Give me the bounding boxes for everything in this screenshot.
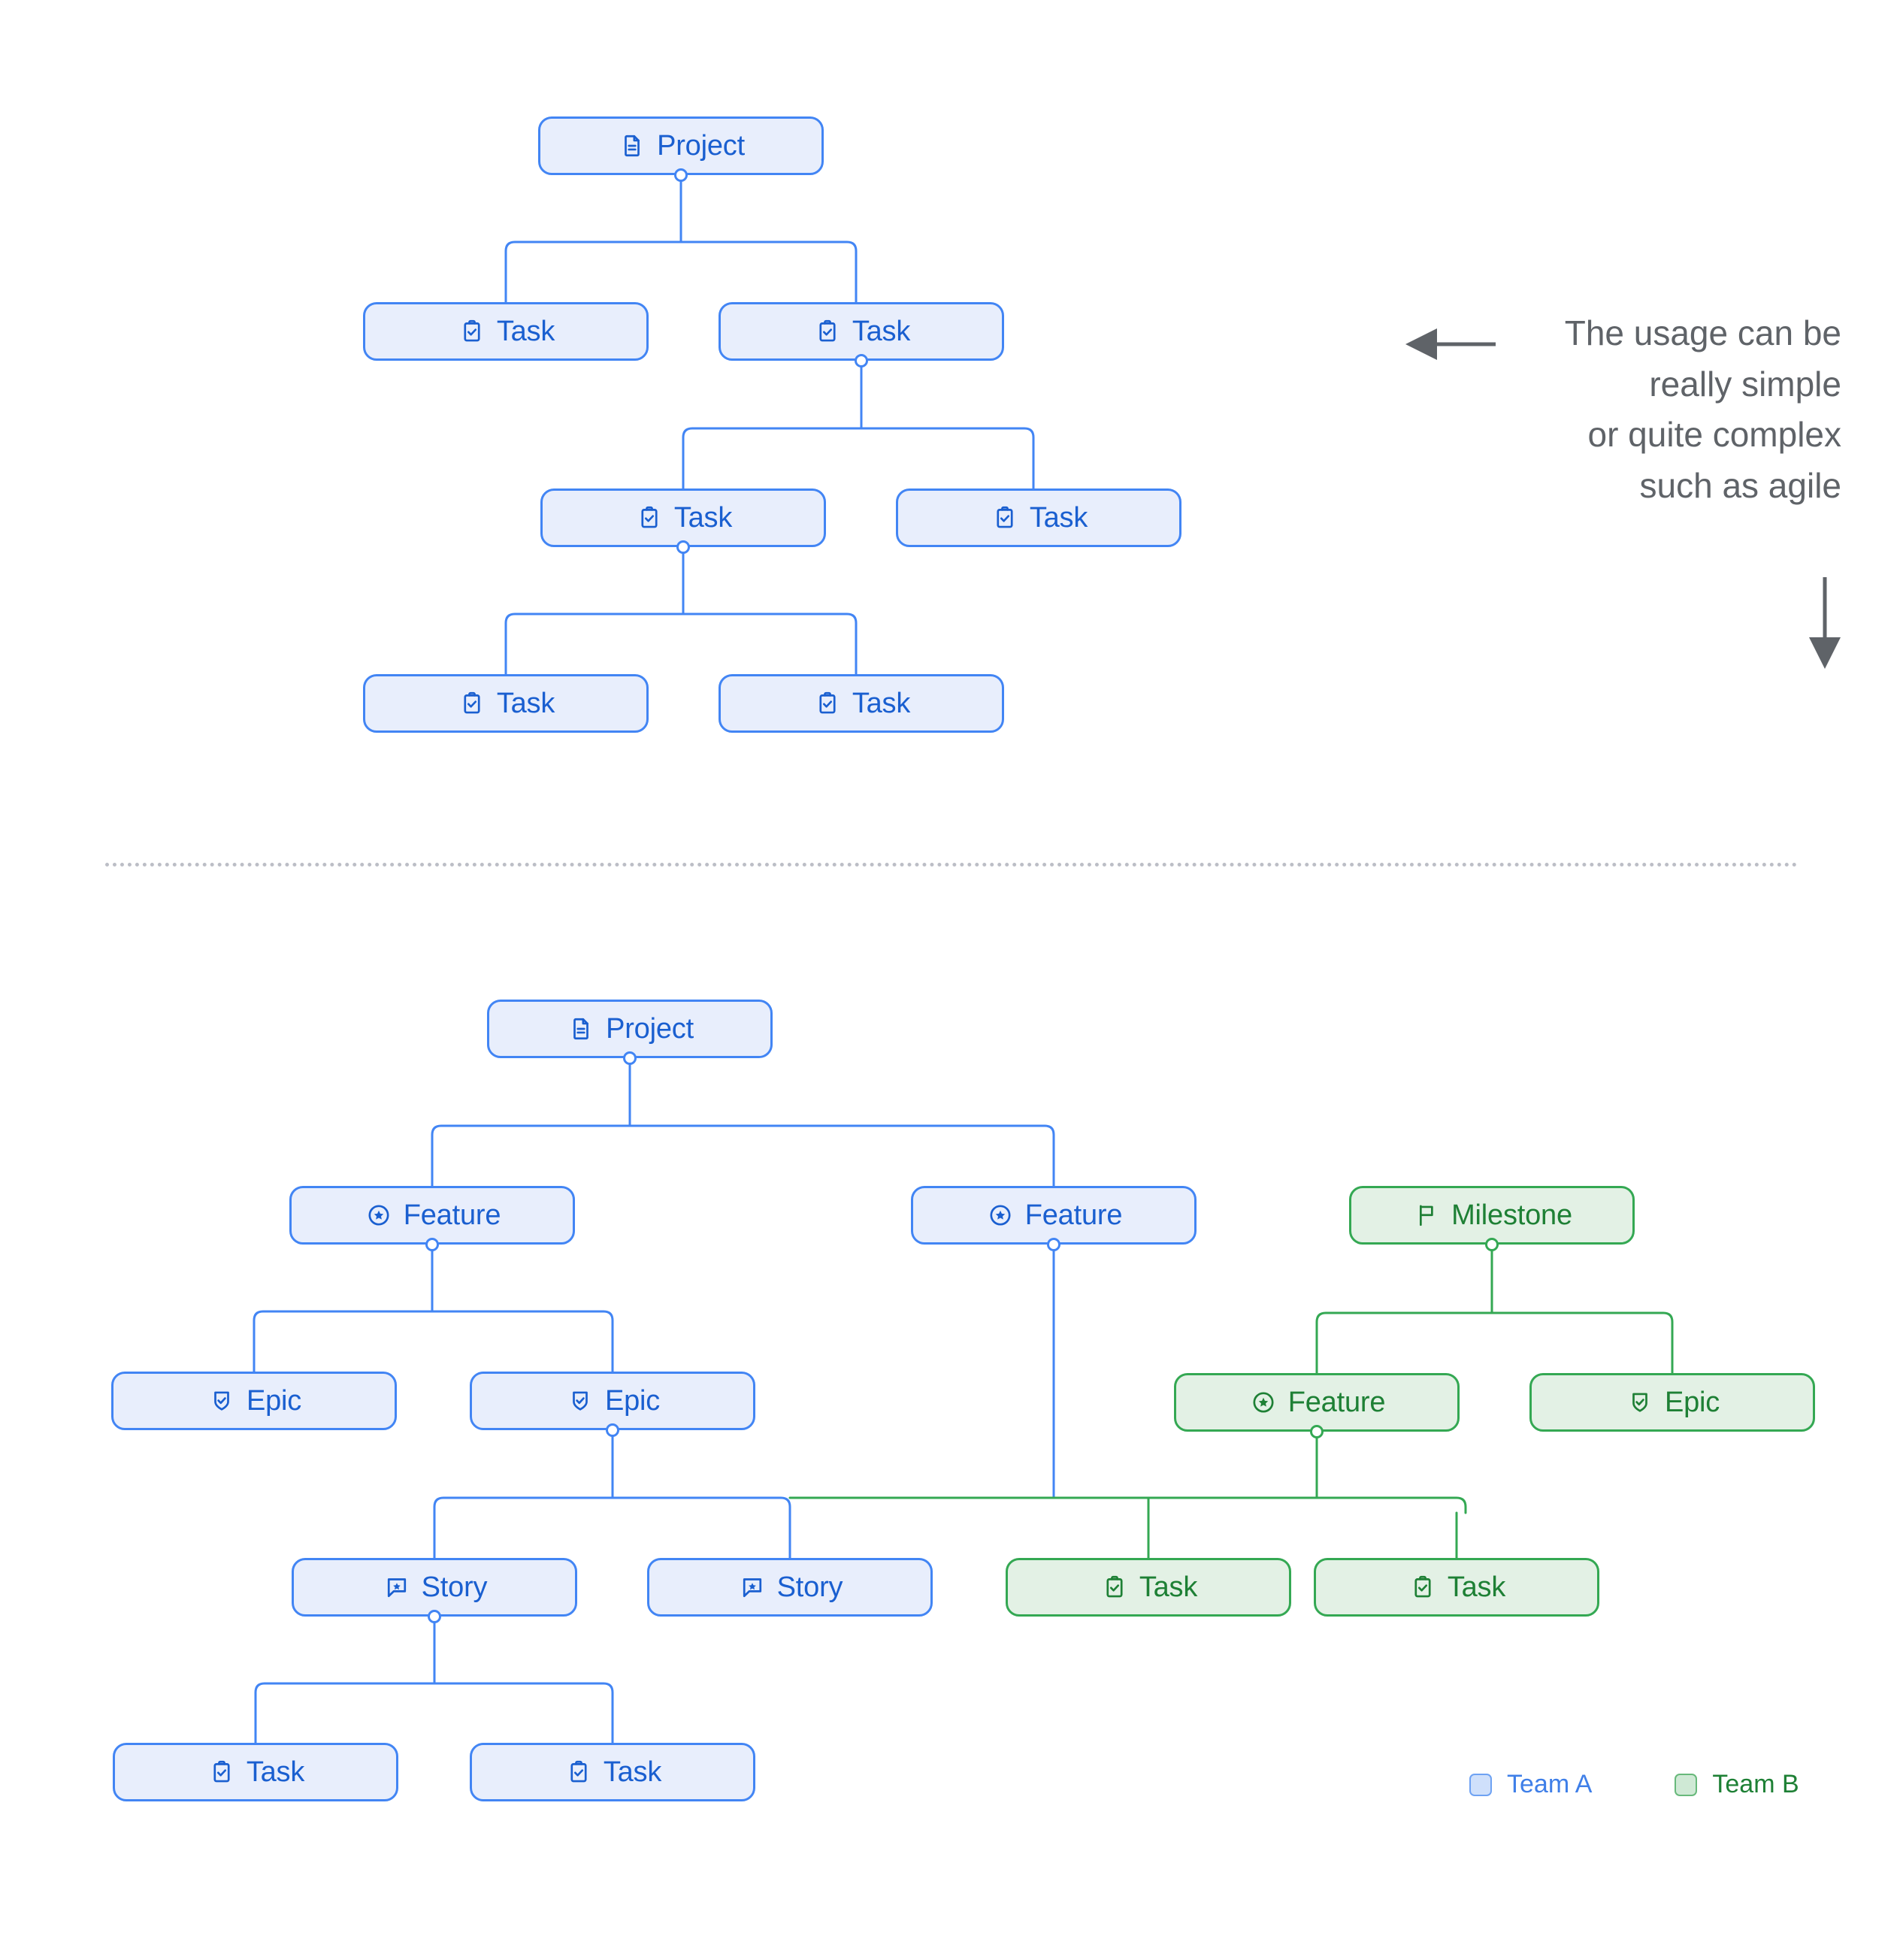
clipboard-check-icon [1100, 1572, 1130, 1602]
node-label: Task [246, 1756, 305, 1788]
node-task[interactable]: Task [896, 488, 1181, 547]
node-label: Story [421, 1571, 488, 1603]
edge-astory1-bus [254, 1682, 614, 1700]
star-circle-icon [1248, 1387, 1278, 1417]
legend-swatch-icon [1469, 1773, 1492, 1796]
node-label: Project [606, 1013, 694, 1045]
node-task[interactable]: Task [113, 1743, 398, 1801]
legend: Team A Team B [1469, 1770, 1799, 1799]
node-feature[interactable]: Feature [289, 1186, 575, 1245]
shield-check-icon [1625, 1387, 1655, 1417]
clipboard-check-icon [812, 316, 843, 346]
connector-anchor [623, 1051, 637, 1065]
chat-star-icon [382, 1572, 412, 1602]
edge-milestone-bus [1315, 1311, 1674, 1329]
clipboard-check-icon [457, 688, 487, 718]
node-story[interactable]: Story [292, 1558, 577, 1617]
node-task[interactable]: Task [719, 674, 1004, 733]
node-epic[interactable]: Epic [111, 1372, 397, 1430]
legend-swatch-icon [1675, 1773, 1698, 1796]
node-feature[interactable]: Feature [1174, 1373, 1460, 1432]
clipboard-check-icon [812, 688, 843, 718]
node-label: Task [673, 502, 733, 534]
node-task[interactable]: Task [719, 302, 1004, 361]
edge-aproject-bus [431, 1124, 1055, 1142]
node-project[interactable]: Project [538, 116, 824, 175]
connector-anchor [1047, 1238, 1060, 1251]
node-label: Milestone [1451, 1199, 1572, 1231]
connector-anchor [676, 540, 690, 554]
shield-check-icon [565, 1386, 595, 1416]
arrow-down-icon [1809, 577, 1841, 669]
node-story[interactable]: Story [647, 1558, 933, 1617]
shield-check-icon [207, 1386, 237, 1416]
legend-item-team-a: Team A [1469, 1770, 1592, 1799]
node-label: Epic [1664, 1387, 1720, 1418]
node-task[interactable]: Task [540, 488, 826, 547]
node-epic[interactable]: Epic [1529, 1373, 1815, 1432]
star-circle-icon [985, 1200, 1015, 1230]
legend-item-team-b: Team B [1675, 1770, 1799, 1799]
node-label: Feature [403, 1199, 501, 1231]
node-label: Epic [246, 1385, 302, 1417]
node-project[interactable]: Project [487, 1000, 773, 1058]
node-label: Project [657, 130, 745, 162]
node-label: Feature [1024, 1199, 1123, 1231]
node-label: Task [603, 1756, 662, 1788]
connector-anchor [425, 1238, 439, 1251]
connector-anchor [674, 168, 688, 182]
chat-star-icon [737, 1572, 767, 1602]
node-label: Task [496, 316, 555, 347]
node-label: Story [776, 1571, 843, 1603]
clipboard-check-icon [564, 1757, 594, 1787]
edge-green-bus-right [788, 1496, 1467, 1514]
connector-anchor [428, 1610, 441, 1623]
edge-task3-bus [504, 612, 858, 631]
edge-afeature1-bus [253, 1310, 614, 1328]
node-label: Epic [604, 1385, 661, 1417]
node-label: Task [1139, 1571, 1198, 1603]
node-task[interactable]: Task [470, 1743, 755, 1801]
connector-anchor [855, 354, 868, 368]
annotation-line: or quite complex [1587, 415, 1842, 455]
annotation-line: really simple [1649, 364, 1841, 404]
clipboard-check-icon [207, 1757, 237, 1787]
node-label: Task [1447, 1571, 1506, 1603]
node-label: Feature [1287, 1387, 1386, 1418]
clipboard-check-icon [457, 316, 487, 346]
node-task[interactable]: Task [1006, 1558, 1291, 1617]
annotation-text: The usage can be really simple or quite … [1496, 313, 1842, 517]
star-circle-icon [364, 1200, 394, 1230]
connector-anchor [606, 1423, 619, 1437]
node-label: Task [1029, 502, 1088, 534]
node-label: Task [852, 316, 911, 347]
document-icon [566, 1014, 596, 1044]
node-label: Task [496, 688, 555, 719]
section-divider [105, 863, 1798, 867]
document-icon [617, 131, 647, 161]
edge-project-bus [504, 240, 858, 259]
node-task[interactable]: Task [1314, 1558, 1599, 1617]
legend-label: Team B [1712, 1770, 1799, 1798]
clipboard-check-icon [634, 503, 664, 533]
connector-anchor [1310, 1425, 1324, 1438]
clipboard-check-icon [990, 503, 1020, 533]
connector-anchor [1485, 1238, 1499, 1251]
flag-icon [1411, 1200, 1442, 1230]
annotation-line: such as agile [1639, 465, 1842, 505]
node-task[interactable]: Task [363, 674, 649, 733]
node-milestone[interactable]: Milestone [1349, 1186, 1635, 1245]
arrow-left-icon [1405, 328, 1496, 360]
node-feature[interactable]: Feature [911, 1186, 1197, 1245]
legend-label: Team A [1507, 1770, 1593, 1798]
node-epic[interactable]: Epic [470, 1372, 755, 1430]
edge-aepic2-bus [433, 1496, 791, 1514]
clipboard-check-icon [1408, 1572, 1438, 1602]
node-task[interactable]: Task [363, 302, 649, 361]
node-label: Task [852, 688, 911, 719]
annotation-line: The usage can be [1564, 313, 1841, 352]
edge-task2-bus [682, 427, 1035, 445]
